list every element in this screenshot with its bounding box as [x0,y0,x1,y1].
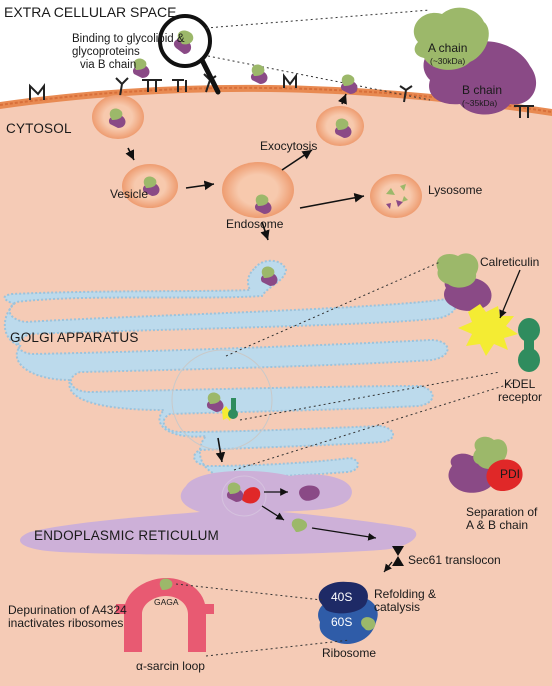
40s-subunit [318,581,368,614]
separation-line2: A & B chain [466,518,528,532]
depurination-line2: inactivates ribosomes [8,616,123,630]
exocytosis-label: Exocytosis [260,139,317,153]
zoom-lines-golgi [225,261,517,471]
endosome-label: Endosome [226,217,284,231]
b-chain-size: (~35kDa) [462,98,497,108]
free-b-chain [299,485,320,501]
er-label: ENDOPLASMIC RETICULUM [34,528,219,543]
vesicle-mid [122,164,178,208]
loop-sequence: GAGA [154,597,179,607]
pdi-label: PDI [500,467,520,481]
refolding-line1: Refolding & [374,587,436,601]
a-chain-label: A chain [428,41,467,55]
cytosol-label: CYTOSOL [6,121,72,136]
magnifier-lens [158,14,212,68]
exocytosis-vesicle [316,106,364,146]
membrane-receptors [29,73,534,118]
membrane-toxins [132,58,358,94]
er-zoom-circle [221,475,267,517]
refolding-line2: catalysis [374,600,420,614]
lysosome-label: Lysosome [428,183,483,197]
endosome [222,162,294,218]
ribosome-label: Ribosome [322,646,376,660]
toxin-large-illustration [413,7,537,115]
extracellular-label: EXTRA CELLULAR SPACE [4,4,176,20]
golgi-toxin [260,266,278,286]
sarcin-loop-label: α-sarcin loop [136,659,205,673]
pdi-inset [448,436,523,493]
golgi-complex-small [206,392,238,421]
plasma-membrane [0,84,552,116]
translocon-label: Sec61 translocon [408,553,501,567]
kdel-label-line1: KDEL [504,377,536,391]
binding-note-line2: glycoproteins [72,46,140,58]
lysosome [370,174,422,218]
a-chain-at-loop [159,578,173,590]
magnifier-handle [199,57,221,95]
kdel-receptor-shape [518,348,540,372]
binding-note-line1: Binding to glycolipid & [72,33,185,45]
binding-note-line3: via B chain [80,59,136,71]
toxin-in-magnifier [173,30,194,54]
zoom-lines-ribosome [175,583,351,657]
b-chain-label: B chain [462,83,502,97]
calreticulin-inset [436,253,540,372]
sec61-translocon [392,546,404,566]
ribosome-60s-label: 60S [331,615,352,629]
depurination-line1: Depurination of A4324 [8,603,127,617]
vesicle-label: Vesicle [110,187,148,201]
er-toxin-pdi [226,482,261,504]
a-chain-at-ribosome [361,617,376,631]
trafficking-arrows [125,93,365,241]
vesicle-top [92,95,144,139]
a-chain-shape [413,7,489,70]
golgi-label: GOLGI APPARATUS [10,330,139,345]
calreticulin-label: Calreticulin [480,255,539,269]
separation-line1: Separation of [466,505,538,519]
a-chain-size-text: (~30kDa) [430,56,465,66]
free-a-chain [291,518,308,532]
kdel-label-line2: receptor [498,390,542,404]
er-arrows [261,488,393,573]
golgi-apparatus [3,259,457,478]
golgi-to-er-arrow [215,437,226,463]
ribosome-40s-label: 40S [331,590,352,604]
sarcin-loop [116,578,214,652]
ribosome [318,581,378,644]
golgi-zoom-circle [171,349,273,451]
